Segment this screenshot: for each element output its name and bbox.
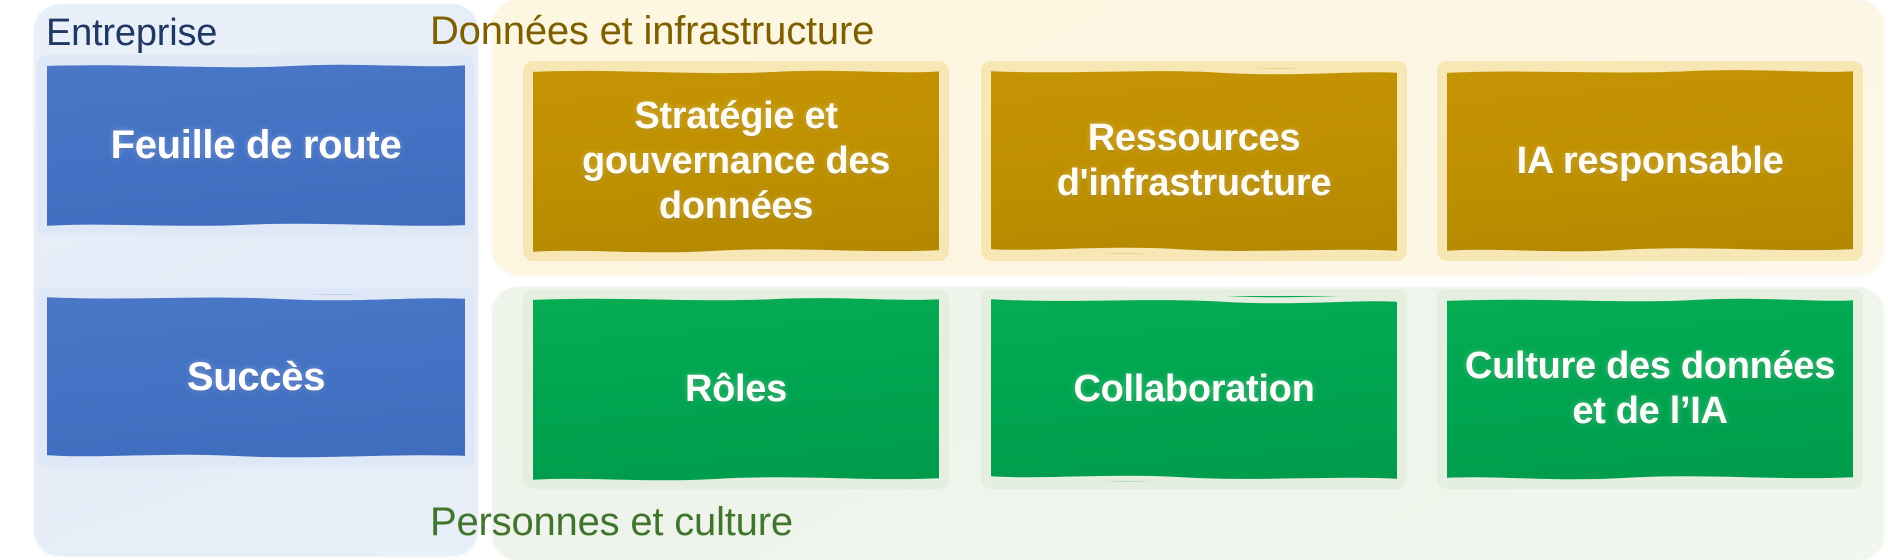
card-strategie-gouvernance-donnees[interactable]: Stratégie et gouvernance des données xyxy=(523,61,949,261)
panel-title-people-culture: Personnes et culture xyxy=(430,500,793,544)
card-collaboration[interactable]: Collaboration xyxy=(981,289,1407,489)
card-label: Succès xyxy=(186,355,326,399)
card-label: Ressources d'infrastructure xyxy=(1056,117,1332,204)
card-ia-responsable[interactable]: IA responsable xyxy=(1437,61,1863,261)
card-roles[interactable]: Rôles xyxy=(523,289,949,489)
card-culture-donnees-ia[interactable]: Culture des données et de l’IA xyxy=(1437,289,1863,489)
card-label: Stratégie et gouvernance des données xyxy=(581,94,891,227)
card-ressources-infrastructure[interactable]: Ressources d'infrastructure xyxy=(981,61,1407,261)
panel-title-data-infrastructure: Données et infrastructure xyxy=(430,9,875,53)
card-succes[interactable]: Succès xyxy=(37,287,475,467)
card-label: Feuille de route xyxy=(110,123,402,167)
card-label: Collaboration xyxy=(1073,367,1315,410)
panel-title-enterprise: Entreprise xyxy=(46,12,218,54)
card-label: Culture des données et de l’IA xyxy=(1464,345,1836,432)
card-feuille-de-route[interactable]: Feuille de route xyxy=(37,55,475,235)
card-label: Rôles xyxy=(685,367,787,410)
card-label: IA responsable xyxy=(1516,139,1784,182)
